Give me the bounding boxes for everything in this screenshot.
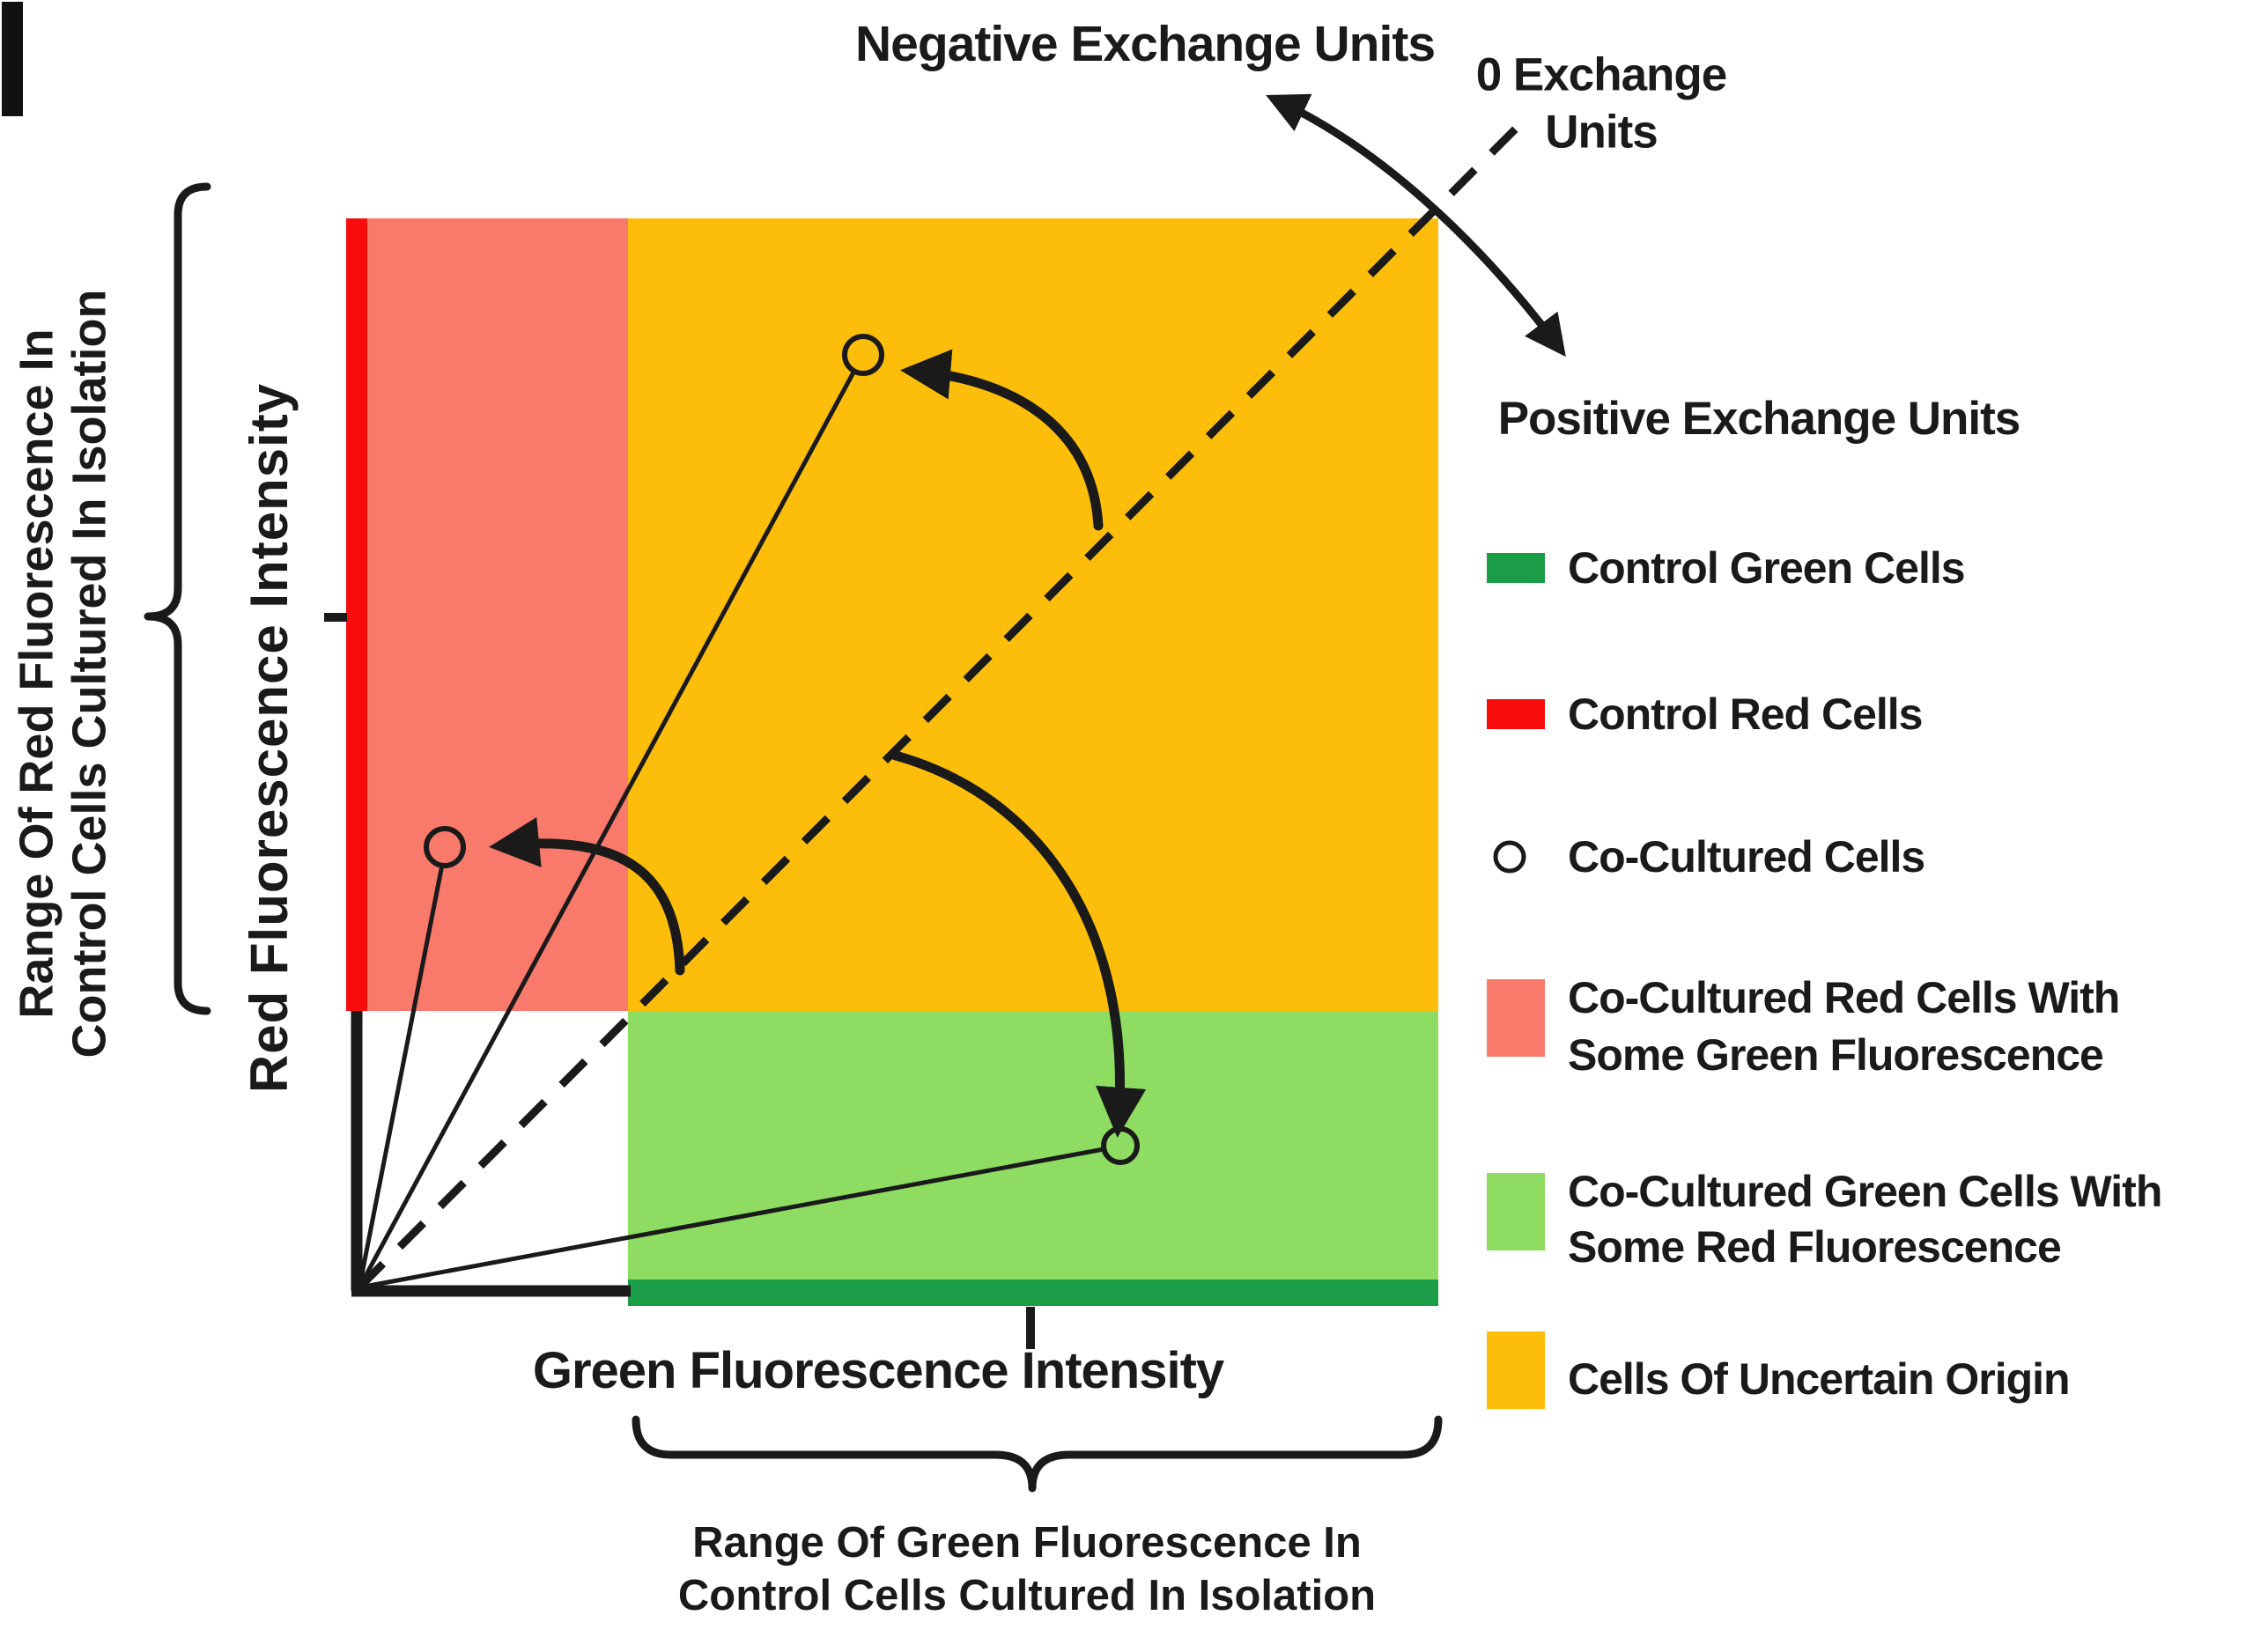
legend-label-salmon-line2: Some Green Fluorescence — [1568, 1030, 2104, 1080]
scan-artifact — [2, 2, 23, 116]
control-green-cells-bar — [628, 1280, 1438, 1306]
negative-exchange-units-label: Negative Exchange Units — [854, 15, 1436, 72]
red-range-brace — [144, 182, 211, 1015]
legend-swatch-salmon-square — [1487, 979, 1545, 1057]
zero-exchange-units-label: 0 Exchange Units — [1475, 47, 1728, 160]
arrow-to-orange-region-cell — [900, 349, 1104, 531]
legend-label-uncertain: Cells Of Uncertain Origin — [1568, 1354, 2071, 1404]
legend-label-green-line2: Some Red Fluorescence — [1568, 1222, 2062, 1272]
legend-swatch-orange-square — [1487, 1331, 1545, 1409]
y-range-line2: Control Cells Cultured In Isolation — [63, 289, 116, 1058]
legend-label-salmon-line1: Co-Cultured Red Cells With — [1568, 973, 2120, 1022]
origin-line-to-green-cell — [358, 1147, 1104, 1290]
x-range-annotation: Range Of Green Fluorescence In Control C… — [678, 1517, 1376, 1623]
control-red-cells-bar — [346, 218, 367, 1011]
x-axis-title: Green Fluorescence Intensity — [532, 1342, 1224, 1400]
arrow-to-red-region-cell — [489, 816, 685, 976]
legend-swatch-green-square — [1487, 1173, 1545, 1250]
region-cells-of-uncertain-origin — [628, 218, 1438, 1011]
legend-swatch-control-green — [1487, 553, 1545, 583]
zero-exchange-line2: Units — [1545, 106, 1658, 158]
legend-label-co-cultured: Co-Cultured Cells — [1568, 832, 1925, 881]
y-axis-title: Red Fluorescence Intensity — [240, 382, 299, 1094]
zero-exchange-line1: 0 Exchange — [1475, 48, 1728, 101]
arrow-to-green-region-cell — [890, 750, 1147, 1138]
y-range-annotation: Range Of Red Fluorescence In Control Cel… — [11, 289, 117, 1058]
x-range-line1: Range Of Green Fluorescence In — [692, 1519, 1362, 1567]
region-co-cultured-green-cells — [628, 1011, 1438, 1281]
legend-swatch-control-red — [1487, 699, 1545, 729]
legend-swatch-co-cultured-circle — [1493, 840, 1526, 874]
origin-line-to-red-cell — [357, 864, 445, 1288]
origin-line-to-uncertain-cell — [357, 369, 857, 1289]
legend-label-control-red: Control Red Cells — [1568, 690, 1923, 739]
co-cultured-cell-marker-orange-region — [842, 334, 884, 376]
green-range-brace — [632, 1415, 1443, 1493]
x-range-line2: Control Cells Cultured In Isolation — [677, 1572, 1377, 1619]
legend-label-control-green: Control Green Cells — [1568, 543, 1966, 593]
y-range-line1: Range Of Red Fluorescence In — [10, 328, 63, 1019]
co-cultured-cell-marker-red-region — [424, 826, 466, 868]
negative-positive-rotation-arrow — [1266, 93, 1566, 358]
legend-label-green-line1: Co-Cultured Green Cells With — [1568, 1167, 2162, 1216]
positive-exchange-units-label: Positive Exchange Units — [1497, 393, 2021, 446]
region-co-cultured-red-cells — [367, 218, 628, 1011]
